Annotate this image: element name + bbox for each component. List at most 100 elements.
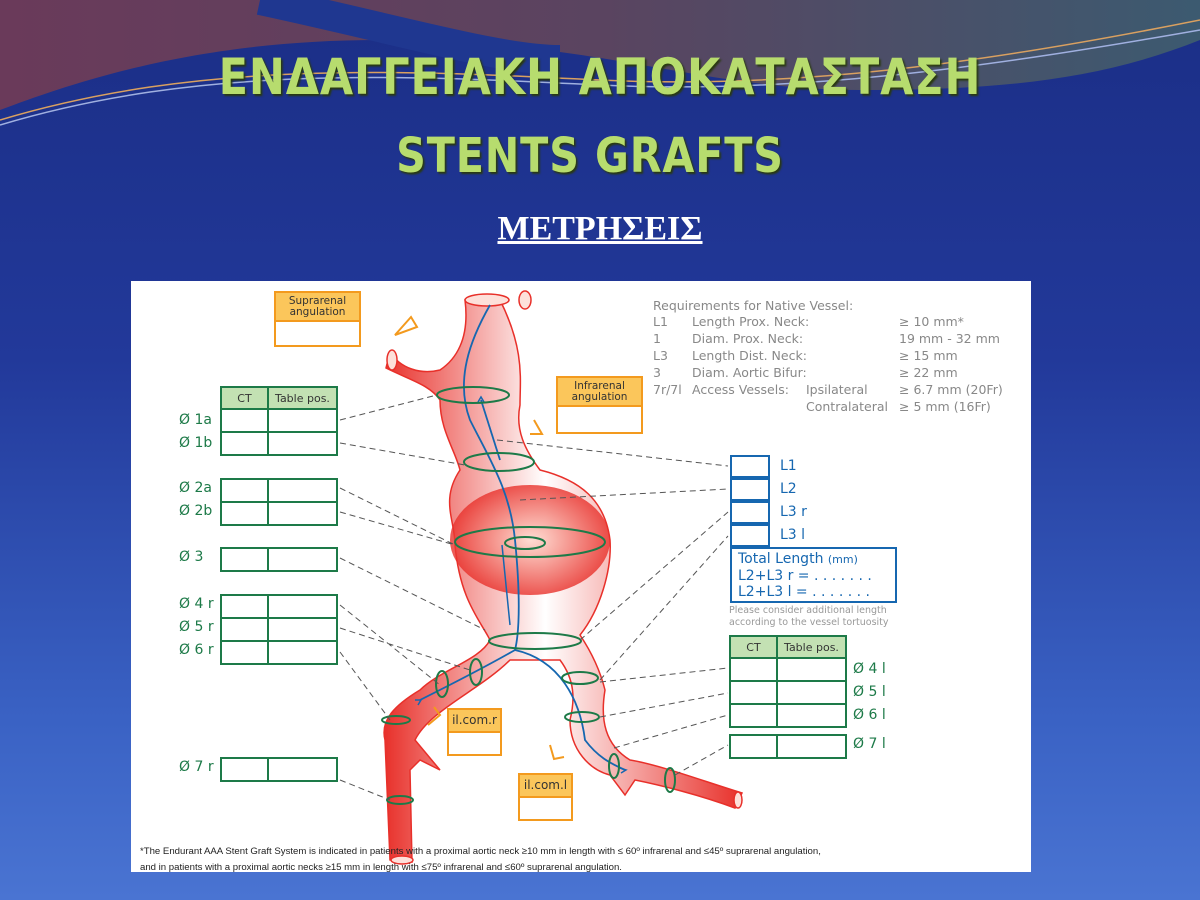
requirement-cell: Length Prox. Neck:: [692, 314, 810, 329]
diameter-label: Ø 7 l: [853, 736, 886, 752]
requirement-cell: ≥ 5 mm (16Fr): [899, 399, 991, 414]
ct-value-cell[interactable]: [220, 501, 269, 526]
slide-title-line2: STENTS GRAFTS: [396, 128, 784, 184]
requirement-cell: L1: [653, 314, 668, 329]
table-row: [220, 617, 338, 642]
diameter-label: Ø 1a: [179, 412, 212, 428]
suprarenal-angulation-box[interactable]: Suprarenal angulation: [274, 291, 361, 347]
table-pos-cell[interactable]: [267, 547, 338, 572]
slide-subtitle: ΜΕΤΡΗΣΕΙΣ: [497, 210, 703, 247]
ct-header-cell: CT: [729, 635, 778, 659]
table-row: [220, 478, 338, 503]
suprarenal-label: Suprarenal angulation: [276, 293, 359, 322]
total-length-l[interactable]: L2+L3 l = . . . . . . .: [738, 584, 870, 600]
requirement-cell: 3: [653, 365, 661, 380]
total-length-title: Total Length: [738, 551, 824, 567]
requirement-cell: ≥ 6.7 mm (20Fr): [899, 382, 1003, 397]
requirement-cell: Contralateral: [806, 399, 888, 414]
length-input-box[interactable]: [730, 501, 770, 524]
diameter-label: Ø 5 l: [853, 684, 886, 700]
slide-title-line1: ΕΝΔΑΓΓΕΙΑΚΗ ΑΠΟΚΑΤΑΣΤΑΣΗ: [218, 48, 982, 106]
requirements-title: Requirements for Native Vessel:: [653, 298, 854, 313]
table-row: [729, 703, 847, 728]
requirement-cell: ≥ 10 mm*: [899, 314, 964, 329]
table-pos-cell[interactable]: [776, 680, 847, 705]
requirement-cell: Ipsilateral: [806, 382, 868, 397]
infrarenal-angulation-box[interactable]: Infrarenal angulation: [556, 376, 643, 434]
ct-value-cell[interactable]: [220, 617, 269, 642]
infrarenal-label: Infrarenal angulation: [558, 378, 641, 407]
footnote-line2: and in patients with a proximal aortic n…: [140, 862, 622, 873]
table-pos-cell[interactable]: [267, 478, 338, 503]
diameter-label: Ø 6 l: [853, 707, 886, 723]
table-pos-cell[interactable]: [267, 640, 338, 665]
ct-value-cell[interactable]: [729, 734, 778, 759]
table-row: [729, 657, 847, 682]
table-row: [220, 547, 338, 572]
ct-value-cell[interactable]: [729, 703, 778, 728]
table-pos-cell[interactable]: [267, 594, 338, 619]
il-com-r-label: il.com.r: [449, 710, 500, 733]
il-com-l-label: il.com.l: [520, 775, 571, 798]
diameter-label: Ø 1b: [179, 435, 213, 451]
total-length-box: Total Length (mm) L2+L3 r = . . . . . . …: [730, 547, 897, 603]
table-pos-cell[interactable]: [776, 657, 847, 682]
table-row: [220, 408, 338, 433]
il-com-l-box[interactable]: il.com.l: [518, 773, 573, 821]
table-pos-cell[interactable]: [267, 408, 338, 433]
ct-value-cell[interactable]: [220, 478, 269, 503]
tortuosity-note: Please consider additional length accord…: [729, 605, 889, 628]
table-row: [729, 680, 847, 705]
table-row: [220, 594, 338, 619]
table-pos-cell[interactable]: [267, 501, 338, 526]
il-com-r-box[interactable]: il.com.r: [447, 708, 502, 756]
table-pos-cell[interactable]: [776, 734, 847, 759]
diameter-label: Ø 6 r: [179, 642, 214, 658]
requirement-cell: 19 mm - 32 mm: [899, 331, 1000, 346]
diameter-label: Ø 7 r: [179, 759, 214, 775]
ct-value-cell[interactable]: [729, 657, 778, 682]
right-ct-table: [729, 734, 847, 759]
requirement-cell: Diam. Aortic Bifur:: [692, 365, 807, 380]
footnote-line1: *The Endurant AAA Stent Graft System is …: [140, 846, 821, 857]
ct-header-cell: Table pos.: [267, 386, 338, 410]
diameter-label: Ø 4 l: [853, 661, 886, 677]
diameter-label: Ø 2b: [179, 503, 213, 519]
total-length-r[interactable]: L2+L3 r = . . . . . . .: [738, 568, 872, 584]
ct-value-cell[interactable]: [220, 431, 269, 456]
requirement-cell: Diam. Prox. Neck:: [692, 331, 804, 346]
ct-value-cell[interactable]: [220, 757, 269, 782]
length-input-box[interactable]: [730, 478, 770, 501]
diameter-label: Ø 2a: [179, 480, 212, 496]
length-label: L2: [780, 481, 797, 497]
requirement-cell: ≥ 15 mm: [899, 348, 958, 363]
diameter-label: Ø 4 r: [179, 596, 214, 612]
ct-value-cell[interactable]: [220, 547, 269, 572]
ct-value-cell[interactable]: [220, 640, 269, 665]
length-input-box[interactable]: [730, 524, 770, 547]
requirement-cell: 1: [653, 331, 661, 346]
left-ct-table: [220, 757, 338, 782]
ct-value-cell[interactable]: [220, 594, 269, 619]
table-pos-cell[interactable]: [776, 703, 847, 728]
ct-header-cell: Table pos.: [776, 635, 847, 659]
requirement-cell: Length Dist. Neck:: [692, 348, 807, 363]
length-input-box[interactable]: [730, 455, 770, 478]
table-row: [220, 757, 338, 782]
table-pos-cell[interactable]: [267, 617, 338, 642]
requirement-cell: Access Vessels:: [692, 382, 789, 397]
table-pos-cell[interactable]: [267, 757, 338, 782]
requirement-cell: ≥ 22 mm: [899, 365, 958, 380]
table-row: [220, 431, 338, 456]
footnote: *The Endurant AAA Stent Graft System is …: [140, 844, 821, 876]
ct-value-cell[interactable]: [729, 680, 778, 705]
ct-value-cell[interactable]: [220, 408, 269, 433]
table-pos-cell[interactable]: [267, 431, 338, 456]
length-label: L1: [780, 458, 797, 474]
ct-header-cell: CT: [220, 386, 269, 410]
left-ct-table: [220, 594, 338, 665]
